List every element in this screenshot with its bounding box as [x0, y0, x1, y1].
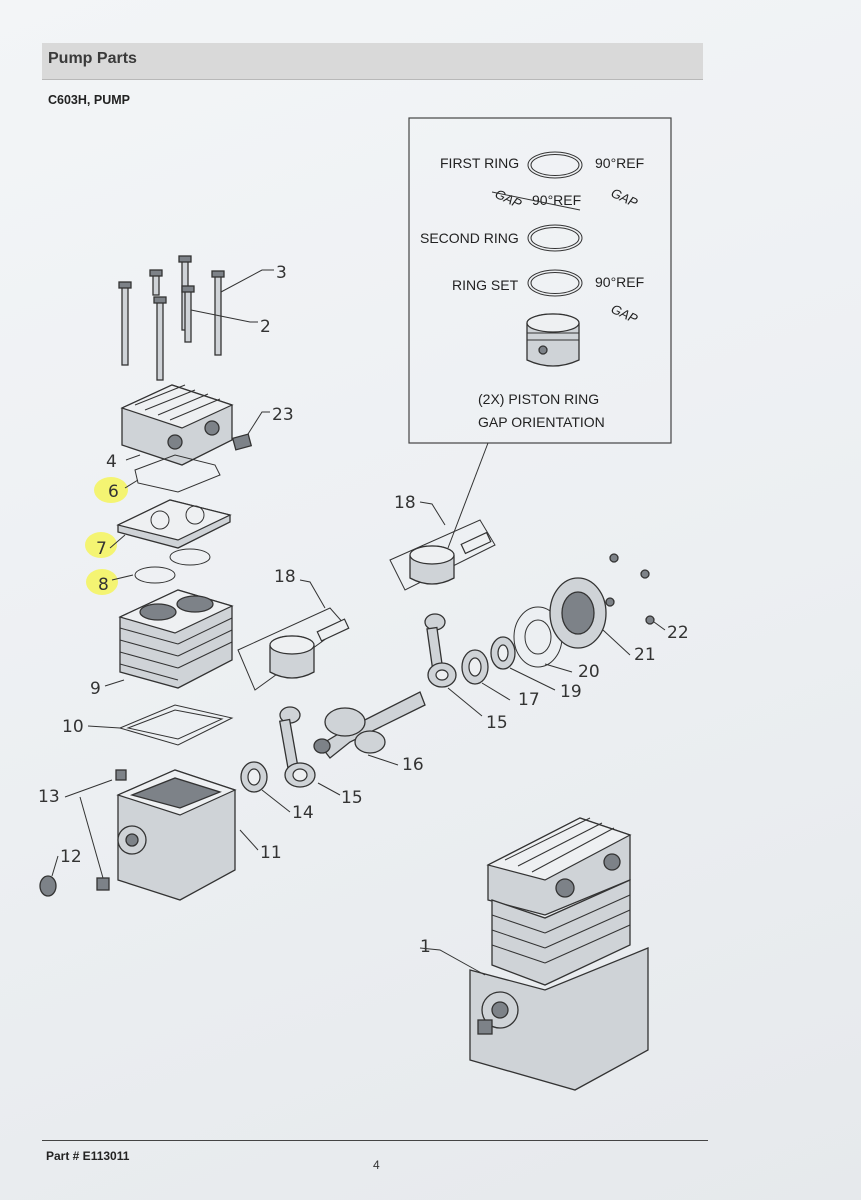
- inset-piston-drawing: [526, 313, 580, 367]
- callout-2: 2: [260, 317, 271, 337]
- callout-11: 11: [260, 843, 282, 863]
- piston-assembly-18-lower: [237, 579, 350, 691]
- caption-line-1: (2X) PISTON RING: [478, 391, 599, 407]
- callout-20: 20: [578, 662, 600, 682]
- ring-set-label: RING SET: [452, 277, 519, 293]
- bearing-14: [240, 761, 291, 813]
- cylinder-head: [120, 384, 234, 466]
- callout-8: 8: [98, 575, 109, 595]
- callout-18-upper: 18: [394, 493, 416, 513]
- gap-label-2: GAP: [493, 186, 525, 211]
- section-title: Pump Parts: [48, 50, 137, 67]
- callout-18-lower: 18: [274, 567, 296, 587]
- callout-12: 12: [60, 847, 82, 867]
- gap-label-1: GAP: [609, 185, 641, 210]
- callout-15-right: 15: [486, 713, 508, 733]
- callout-4: 4: [106, 452, 117, 472]
- callout-15-left: 15: [341, 788, 363, 808]
- gap-label-3: GAP: [609, 301, 641, 326]
- section-header-bar: Pump Parts: [42, 43, 703, 80]
- base-gasket-10: [87, 704, 234, 746]
- connecting-rod-15-left: [278, 706, 341, 796]
- footer-rule: [42, 1140, 708, 1141]
- callout-19: 19: [560, 682, 582, 702]
- footer-part-number: Part # E113011: [46, 1149, 130, 1163]
- ref-label-3: 90°REF: [595, 274, 644, 290]
- crankcase-11: [116, 769, 259, 901]
- callout-21: 21: [634, 645, 656, 665]
- callout-1: 1: [420, 937, 431, 957]
- callout-23: 23: [272, 405, 294, 425]
- highlight-6: [94, 477, 128, 503]
- callout-14: 14: [292, 803, 314, 823]
- callout-22: 22: [667, 623, 689, 643]
- crankshaft-16: [313, 691, 426, 766]
- plug-12: [39, 855, 59, 897]
- gasket-20: [513, 606, 573, 673]
- assembled-pump-1: [419, 817, 649, 1091]
- callout-16: 16: [402, 755, 424, 775]
- footer-page-number: 4: [373, 1158, 380, 1172]
- callout-3: 3: [276, 263, 287, 283]
- callout-10: 10: [62, 717, 84, 737]
- first-ring-label: FIRST RING: [440, 155, 519, 171]
- breather-13: [64, 769, 127, 891]
- ref-label-2: 90°REF: [532, 192, 581, 208]
- head-bolts: [118, 255, 274, 381]
- cover-bolts-22: [605, 553, 666, 631]
- bearing-cover-21: [549, 577, 631, 656]
- highlight-7: [85, 532, 117, 558]
- ref-label-1: 90°REF: [595, 155, 644, 171]
- seal-19: [490, 636, 556, 691]
- o-rings-8: [111, 548, 211, 584]
- bearing-17: [461, 649, 511, 701]
- highlight-8: [86, 569, 118, 595]
- callout-labels: 1 2 3 4 6 7 8 9 10 11 12 13 14 15 15 16 …: [38, 263, 689, 957]
- callout-6: 6: [108, 482, 119, 502]
- callout-17: 17: [518, 690, 540, 710]
- piston-assembly-18-upper: [389, 501, 496, 591]
- second-ring-label: SECOND RING: [420, 230, 519, 246]
- cylinder-9: [104, 589, 234, 689]
- valve-plate-7: [109, 499, 232, 549]
- callout-7: 7: [96, 539, 107, 559]
- model-subtitle: C603H, PUMP: [48, 93, 130, 107]
- fitting-23: [231, 411, 270, 451]
- connecting-rod-15-right: [424, 613, 483, 717]
- caption-line-2: GAP ORIENTATION: [478, 414, 605, 430]
- callout-9: 9: [90, 679, 101, 699]
- highlights: [85, 477, 128, 595]
- callout-13: 13: [38, 787, 60, 807]
- head-gasket-6: [134, 454, 221, 493]
- piston-ring-inset: FIRST RING 90°REF GAP GAP 90°REF SECOND …: [408, 117, 672, 549]
